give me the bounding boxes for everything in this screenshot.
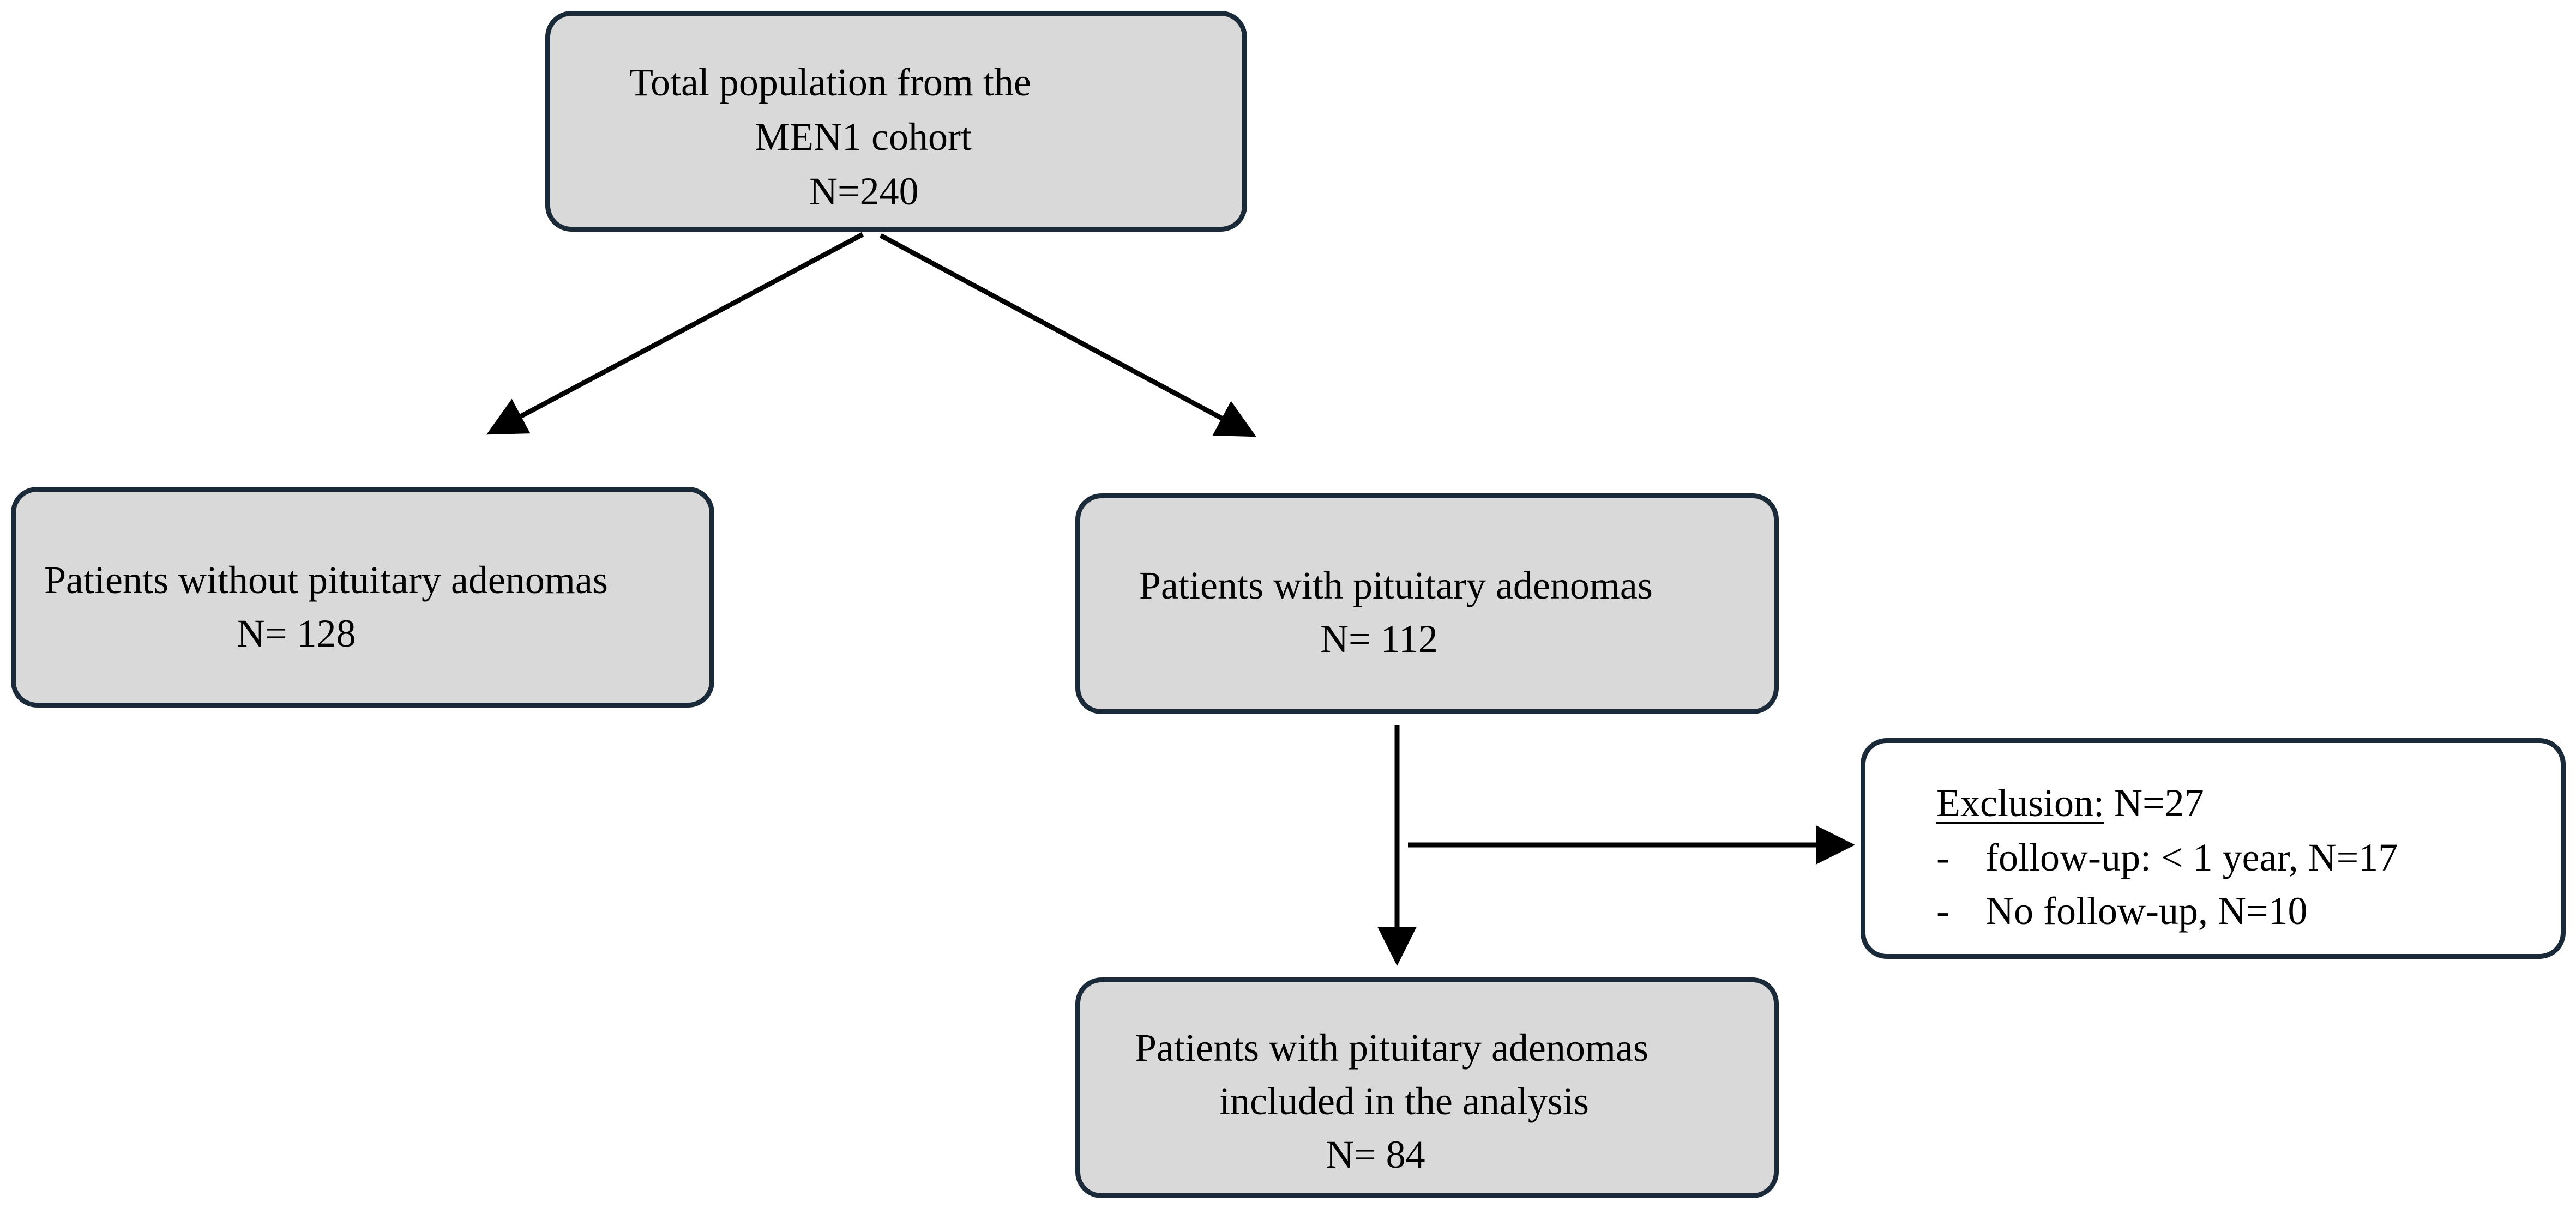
box-patients-with-adenomas: Patients with pituitary adenomas N= 112	[1075, 493, 1779, 714]
exclusion-heading: Exclusion:	[1936, 781, 2104, 825]
box-total-population: Total population from the MEN1 cohort N=…	[545, 11, 1247, 232]
exclusion-count: N=27	[2104, 781, 2204, 825]
bullet-dash: -	[1936, 836, 1949, 879]
with-adenomas-label: Patients with pituitary adenomas	[1139, 564, 1653, 607]
exclusion-heading-line: Exclusion: N=27	[1936, 776, 2204, 830]
included-count: N= 84	[1326, 1133, 1425, 1176]
total-population-line2: MEN1 cohort	[755, 115, 972, 159]
without-adenomas-label: Patients without pituitary adenomas	[44, 558, 608, 602]
arrow-total-to-without	[486, 232, 864, 435]
exclusion-item-short-follow-up: -follow-up: < 1 year, N=17	[1936, 830, 2398, 885]
box-exclusion: Exclusion: N=27 -follow-up: < 1 year, N=…	[1861, 738, 2566, 959]
bullet-dash: -	[1936, 889, 1949, 933]
total-population-line1: Total population from the	[629, 61, 1031, 104]
with-adenomas-count: N= 112	[1320, 617, 1438, 661]
exclusion-item-short-follow-up-text: follow-up: < 1 year, N=17	[1985, 836, 2398, 879]
box-patients-without-adenomas: Patients without pituitary adenomas N= 1…	[11, 487, 714, 708]
without-adenomas-count: N= 128	[237, 612, 356, 655]
box-included-in-analysis: Patients with pituitary adenomas include…	[1075, 977, 1779, 1198]
exclusion-item-no-follow-up: -No follow-up, N=10	[1936, 884, 2308, 938]
included-label-line1: Patients with pituitary adenomas	[1135, 1026, 1648, 1070]
arrow-total-to-with	[879, 233, 1256, 437]
exclusion-item-no-follow-up-text: No follow-up, N=10	[1985, 889, 2308, 933]
total-population-count: N=240	[809, 170, 919, 213]
included-label-line2: included in the analysis	[1219, 1079, 1589, 1123]
